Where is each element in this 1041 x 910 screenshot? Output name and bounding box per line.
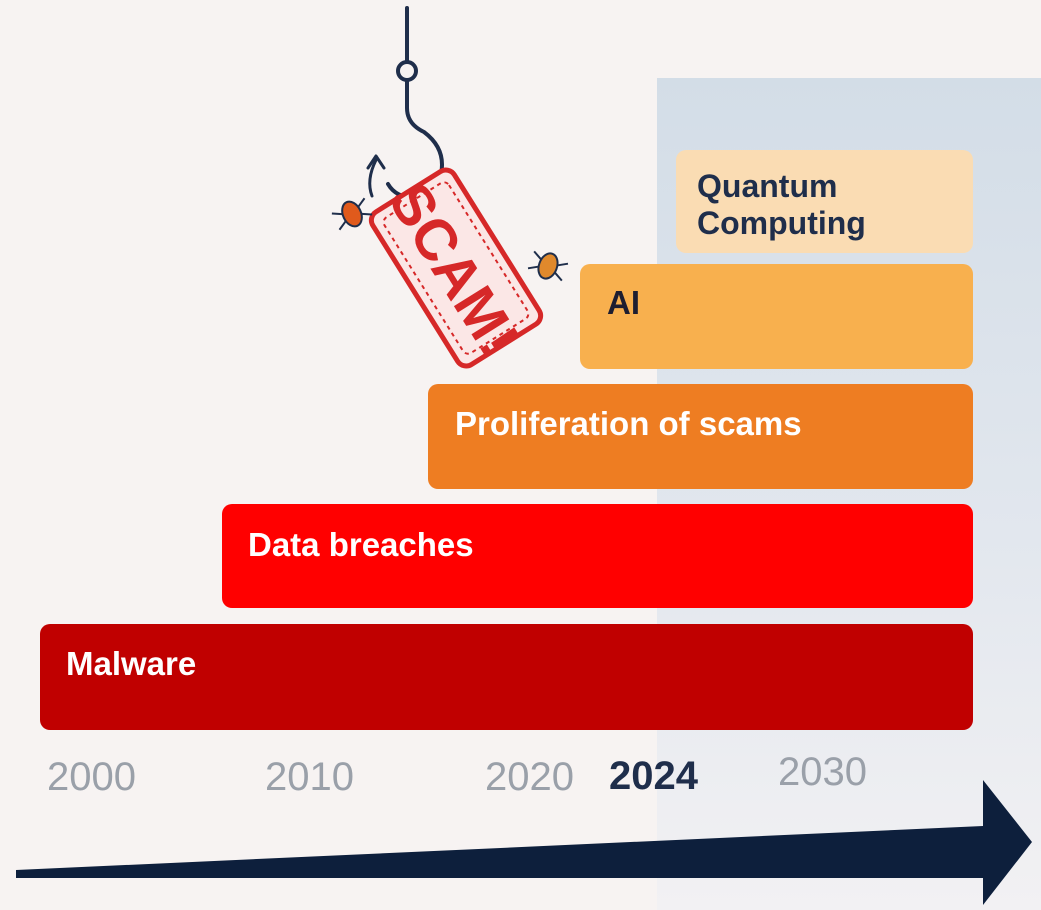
bar-malware-label: Malware [66, 645, 197, 682]
bug-icon-left [331, 197, 373, 231]
bar-quantum-label-line1: Quantum [697, 168, 838, 204]
bar-ai-label: AI [607, 284, 640, 321]
scam-hook-illustration: SCAM! [331, 6, 569, 369]
bar-proliferation-of-scams: Proliferation of scams [428, 384, 973, 489]
bar-quantum-label: Quantum Computing [697, 168, 866, 242]
bar-malware: Malware [40, 624, 973, 730]
year-label-2030: 2030 [778, 750, 867, 794]
bar-quantum-label-line2: Computing [697, 205, 866, 241]
bar-scams-label: Proliferation of scams [455, 405, 802, 442]
bar-data-breaches: Data breaches [222, 504, 973, 608]
year-label-2020: 2020 [485, 755, 574, 799]
bar-quantum-computing: Quantum Computing [676, 150, 973, 253]
bar-breaches-label: Data breaches [248, 526, 474, 563]
year-label-2010: 2010 [265, 755, 354, 799]
year-label-2024-current: 2024 [609, 754, 698, 798]
bug-icon-right [527, 250, 569, 282]
arrow-shape [16, 780, 1032, 905]
bar-ai: AI [580, 264, 973, 369]
year-label-2000: 2000 [47, 755, 136, 799]
